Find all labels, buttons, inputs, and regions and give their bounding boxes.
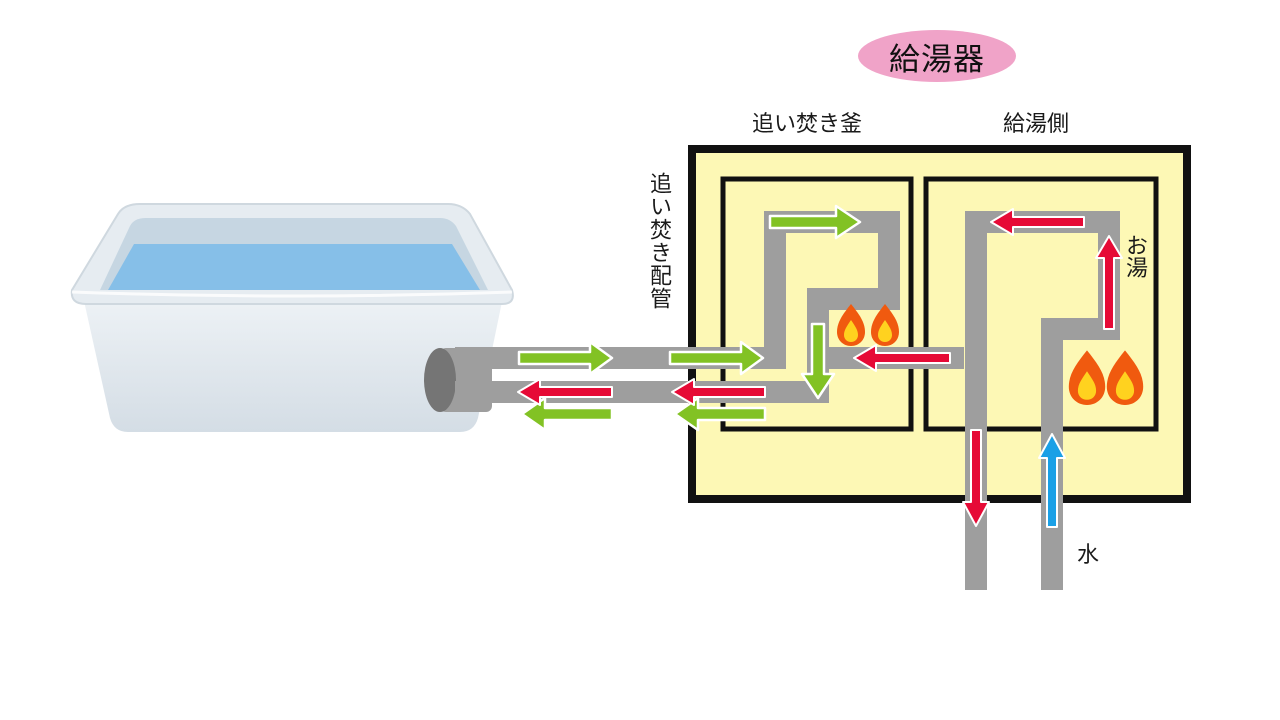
arrow-icon <box>671 378 766 406</box>
arrow-icon <box>1095 235 1123 330</box>
flame-icon <box>1106 350 1144 405</box>
arrow-icon <box>668 340 765 376</box>
arrow-icon <box>768 204 862 240</box>
flame-icon <box>871 304 899 346</box>
reheat-burner <box>837 304 899 346</box>
water-heater-title: 給湯器 <box>858 30 1016 82</box>
hot-water-side-label: 給湯側 <box>1003 112 1070 137</box>
arrow-icon <box>853 344 951 372</box>
hot-water-burner <box>1068 350 1144 405</box>
arrow-icon <box>990 208 1085 236</box>
reheat-boiler-label: 追い焚き釜 <box>752 112 863 137</box>
blue-arrows <box>1038 433 1066 528</box>
reheat-pipe-label: 追い焚き配管 <box>646 172 671 310</box>
arrow-icon <box>962 429 990 527</box>
arrow-icon <box>1038 433 1066 528</box>
red-arrows <box>517 208 1123 527</box>
arrow-icon <box>520 396 614 432</box>
arrow-icon <box>800 322 836 400</box>
hot-water-label: お湯 <box>1122 234 1147 278</box>
flame-icon <box>1068 350 1106 405</box>
flame-icon <box>837 304 865 346</box>
green-arrows <box>517 204 862 432</box>
arrow-icon <box>673 396 767 432</box>
arrow-icon <box>517 378 613 406</box>
arrow-icon <box>517 340 614 376</box>
water-label: 水 <box>1077 543 1100 568</box>
bathtub-icon <box>70 203 514 432</box>
